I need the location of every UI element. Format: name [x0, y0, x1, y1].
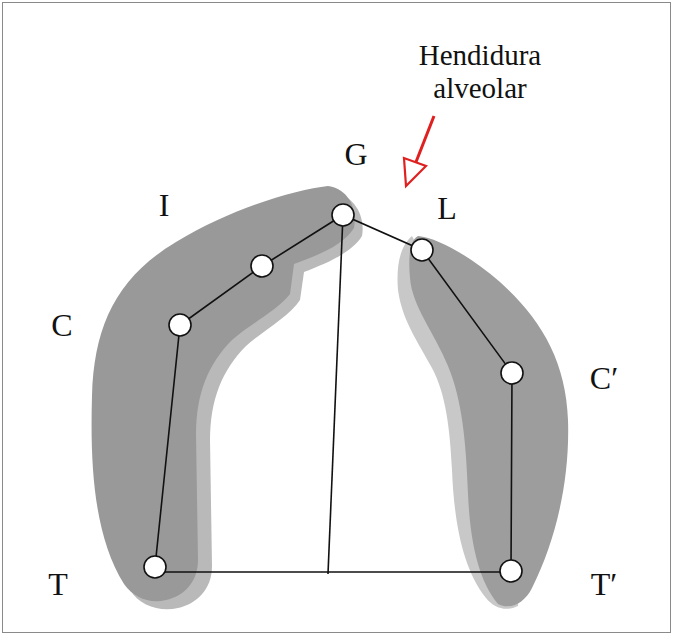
arch-perimeter-line [155, 215, 512, 571]
cleft-arrow [404, 116, 434, 186]
left-arch-top [92, 186, 355, 601]
landmark-point [500, 560, 522, 582]
landmark-point [332, 204, 354, 226]
point-label: T [48, 566, 68, 603]
landmark-point [144, 556, 166, 578]
point-label: L [437, 190, 457, 227]
point-label: T′ [591, 566, 618, 603]
landmark-point [251, 255, 273, 277]
point-label: C [51, 307, 72, 344]
right-arch-top [409, 236, 568, 606]
point-label: C′ [590, 360, 618, 397]
callout-label: Hendidura alveolar [395, 39, 565, 106]
landmark-point [411, 239, 433, 261]
landmark-point [501, 362, 523, 384]
landmark-points [144, 204, 523, 582]
landmark-point [169, 314, 191, 336]
point-label: I [159, 187, 170, 224]
midline [328, 215, 343, 574]
point-label: G [344, 136, 367, 173]
measure-lines [155, 215, 512, 574]
frame [3, 3, 671, 633]
intercanine-base-line [155, 571, 511, 573]
